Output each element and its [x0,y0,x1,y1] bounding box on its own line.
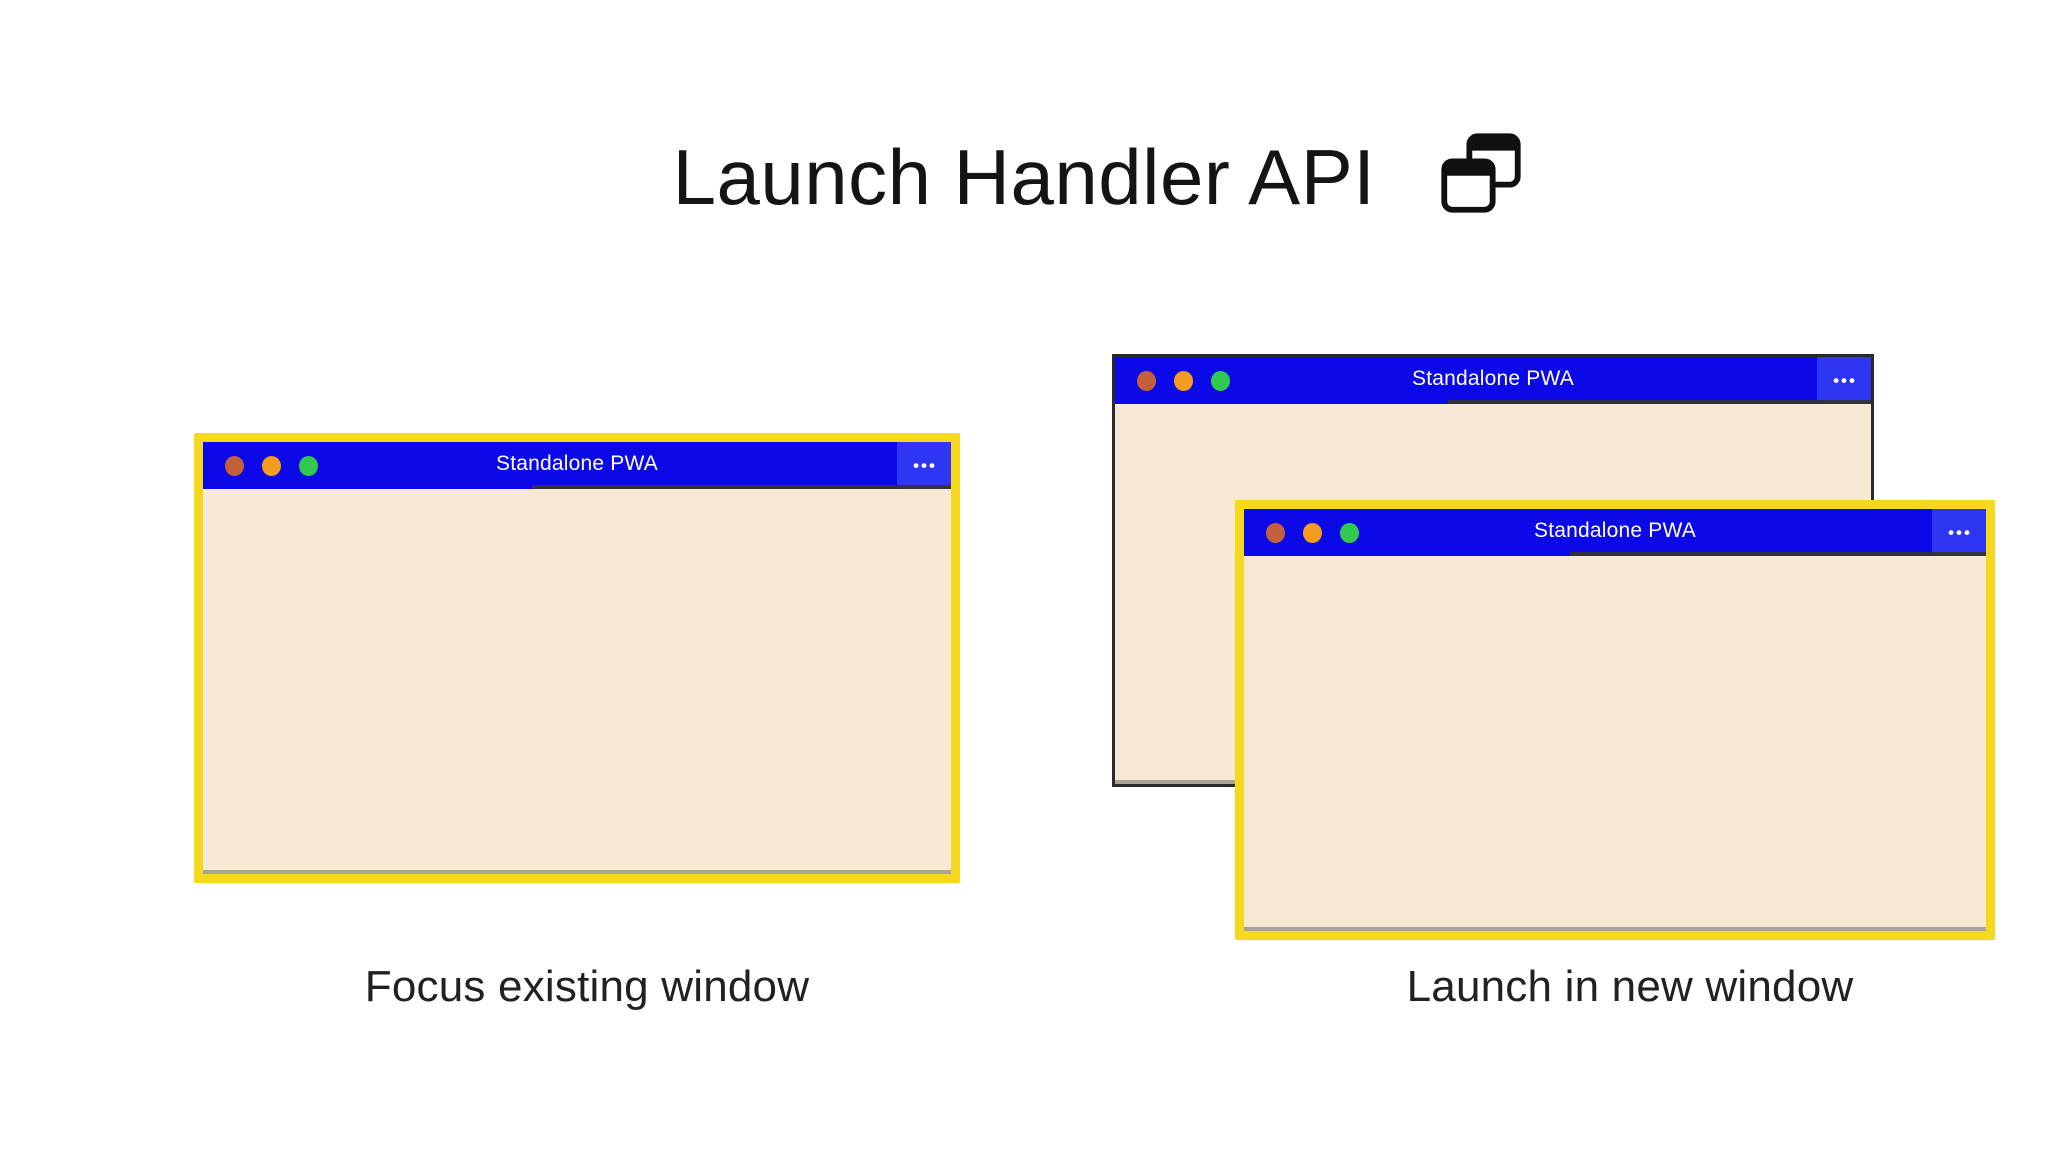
traffic-light-close-icon[interactable] [225,455,244,476]
traffic-light-minimize-icon[interactable] [1174,370,1193,391]
titlebar-shadow [1570,552,1986,556]
traffic-light-zoom-icon[interactable] [1340,522,1359,543]
caption-focus-existing: Focus existing window [364,962,810,1011]
page-title: Launch Handler API [672,133,1376,221]
titlebar-shadow [1447,400,1871,404]
window-titlebar: Standalone PWA ••• [1115,357,1871,404]
window-content-area [203,489,951,874]
window-titlebar: Standalone PWA ••• [203,442,951,489]
traffic-light-minimize-icon[interactable] [1303,522,1322,543]
traffic-light-close-icon[interactable] [1137,370,1156,391]
titlebar-shadow [532,485,951,489]
window-menu-button[interactable]: ••• [1932,509,1986,556]
window-menu-button[interactable]: ••• [1817,357,1871,404]
traffic-light-zoom-icon[interactable] [299,455,318,476]
window-menu-button[interactable]: ••• [897,442,951,489]
traffic-light-minimize-icon[interactable] [262,455,281,476]
window-content-area [1244,556,1986,931]
traffic-light-zoom-icon[interactable] [1211,370,1230,391]
standalone-pwa-window-front: Standalone PWA ••• [1235,500,1995,940]
caption-launch-new: Launch in new window [1406,962,1854,1011]
traffic-light-close-icon[interactable] [1266,522,1285,543]
standalone-pwa-window-existing: Standalone PWA ••• [194,433,960,883]
overlapping-windows-icon [1438,130,1524,216]
window-titlebar: Standalone PWA ••• [1244,509,1986,556]
